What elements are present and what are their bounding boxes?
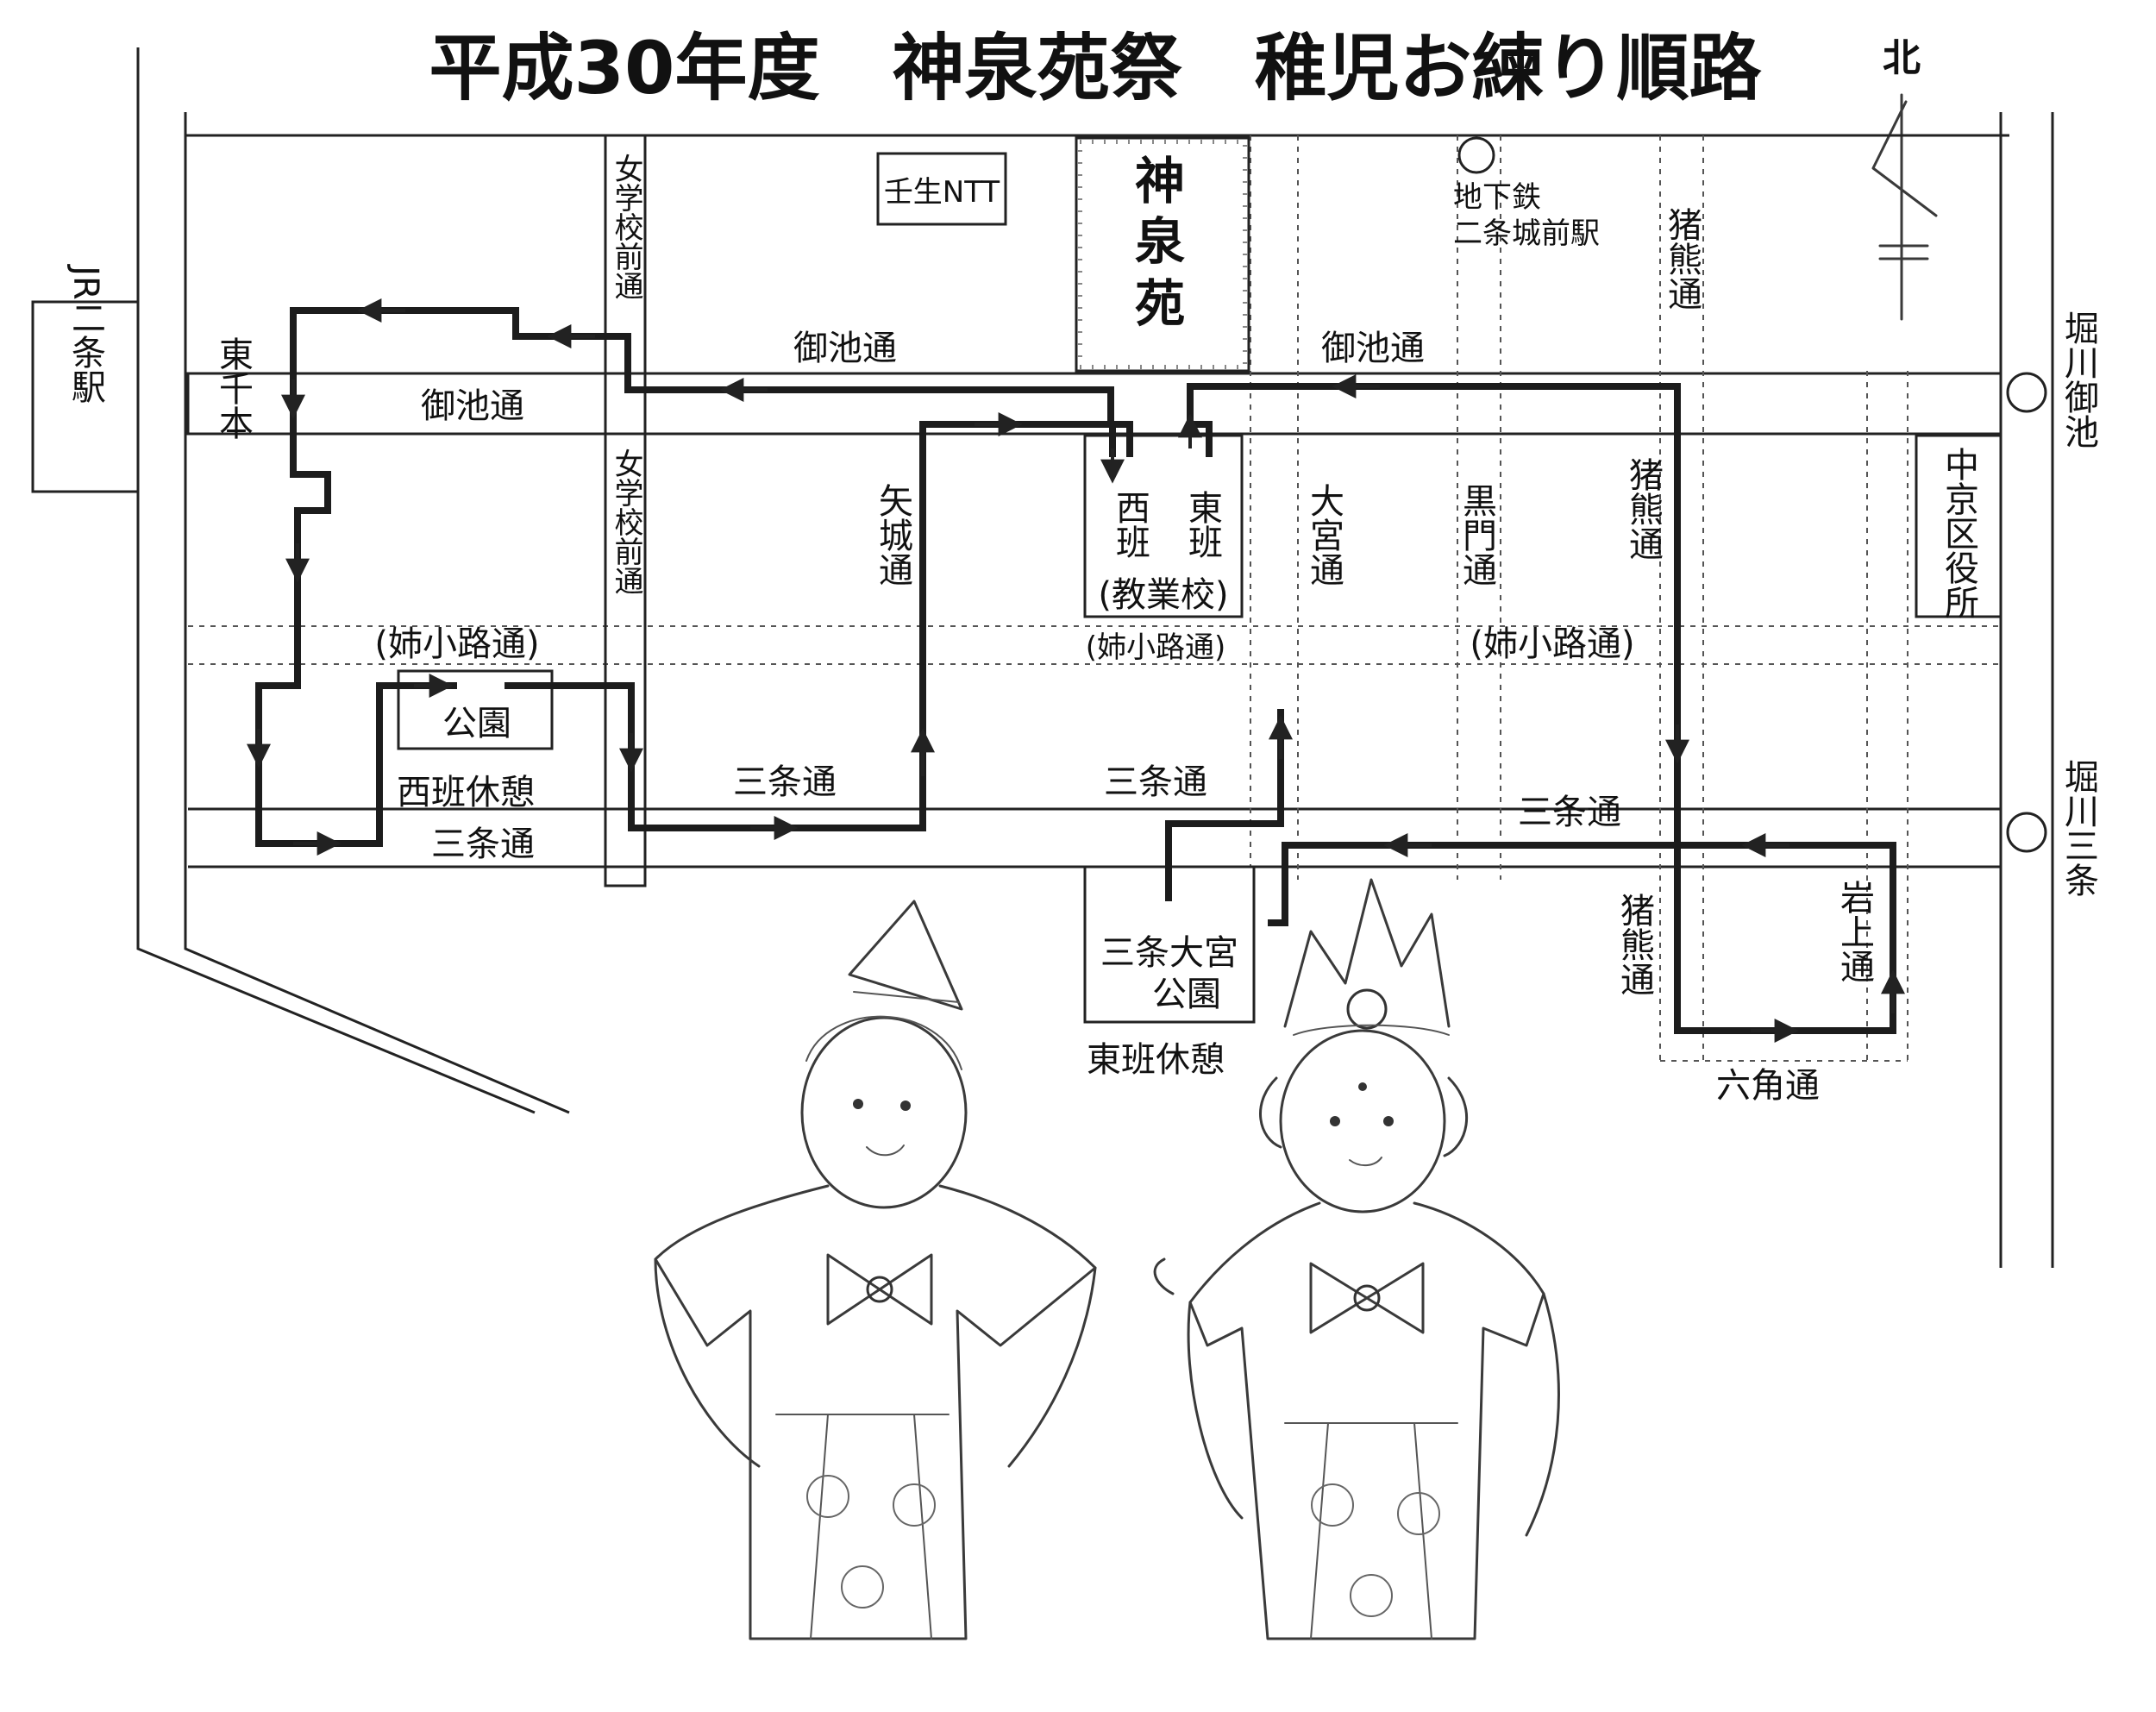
horikawa-sanjo-label: 堀川三条 [2059,759,2098,897]
road-jogakko-lower: 女学校前通 [609,448,643,595]
sanjo-omiya-park-label-2: 公園 [1152,975,1221,1014]
subway-label-2: 二条城前駅 [1453,216,1600,251]
road-inokuma-upper: 猪熊通 [1662,207,1702,310]
road-inokuma-lower: 猪熊通 [1614,893,1654,996]
north-arrow: 北 [1871,36,1938,321]
nakagyo-ward-office: 中京区役所 [1915,434,2002,619]
right-chigo-illustration [1153,878,1560,1640]
subway-label-1: 地下鉄 [1453,180,1541,215]
east-team-route [1187,383,1896,1034]
shinsenen-label-2: 泉 [1135,212,1185,271]
road-oike-mid: 御池通 [793,329,897,368]
road-inokuma-mid: 猪熊通 [1623,457,1663,561]
subway-station: 地下鉄 二条城前駅 [1453,136,1600,251]
park-west-label: 公園 [442,704,511,743]
east-rest-label: 東班休憩 [1087,1040,1225,1080]
east-team-label: 東班 [1182,490,1222,559]
west-rest-park: 公園 西班休憩 [397,669,554,812]
horikawa-oike: 堀川御池 [2059,310,2099,448]
shinsenen-label-1: 神 [1135,152,1185,210]
route-direction-arrows [247,298,1905,1043]
road-oike-left: 御池通 [421,386,524,426]
road-jogakko-upper: 女学校前通 [609,154,643,300]
road-kuromon: 黒門通 [1457,483,1496,586]
east-team-route-2 [1165,709,1284,901]
jr-station-label: JR二条駅 [66,263,105,404]
road-iwagami: 岩上通 [1834,880,1874,983]
road-sanjo-left: 三条通 [431,825,535,864]
road-labels: 御池通 御池通 御池通 (姉小路通) (姉小路通) (姉小路通) 三条通 三条通… [213,154,1874,1106]
road-yashiro: 矢城通 [873,483,912,586]
map-roads [136,47,2054,1268]
map-title: 平成30年度 神泉苑祭 稚児お練り順路 [429,26,1763,110]
road-higashisenbon: 東千本 [213,336,253,440]
sanjo-omiya-park-label-1: 三条大宮 [1100,933,1238,973]
school-start-point: 西班 東班 (教業校) [1083,434,1244,618]
sanjo-omiya-park: 三条大宮 公園 東班休憩 [1083,865,1256,1080]
mibu-ntt: 壬生NTT [876,152,1007,226]
left-chigo-illustration [654,900,1097,1640]
jr-station: JR二条駅 [31,263,140,493]
north-label: 北 [1883,36,1921,80]
school-label: (教業校) [1098,575,1228,615]
road-anekoji-mid: (姉小路通) [1086,630,1226,665]
mibu-ntt-label: 壬生NTT [884,175,1000,210]
shinsenen-garden: 神 泉 苑 [1075,136,1250,373]
road-omiya: 大宮通 [1304,483,1344,586]
shinsenen-label-3: 苑 [1135,274,1185,333]
west-team-route-2 [505,421,1116,831]
nakagyo-office-label: 中京区役所 [1939,447,1978,619]
road-sanjo-mid1: 三条通 [733,762,837,802]
road-anekoji-left: (姉小路通) [374,624,539,664]
horikawa-sanjo: 堀川三条 [2059,759,2098,897]
west-team-route [255,307,1133,847]
west-rest-label: 西班休憩 [397,773,535,812]
horikawa-oike-label: 堀川御池 [2059,310,2099,448]
road-rokkaku: 六角通 [1716,1066,1820,1106]
road-anekoji-right: (姉小路通) [1470,624,1634,664]
road-sanjo-right: 三条通 [1518,793,1621,832]
road-oike-right: 御池通 [1321,329,1425,368]
west-team-label: 西班 [1110,490,1150,559]
road-sanjo-mid2: 三条通 [1104,762,1207,802]
